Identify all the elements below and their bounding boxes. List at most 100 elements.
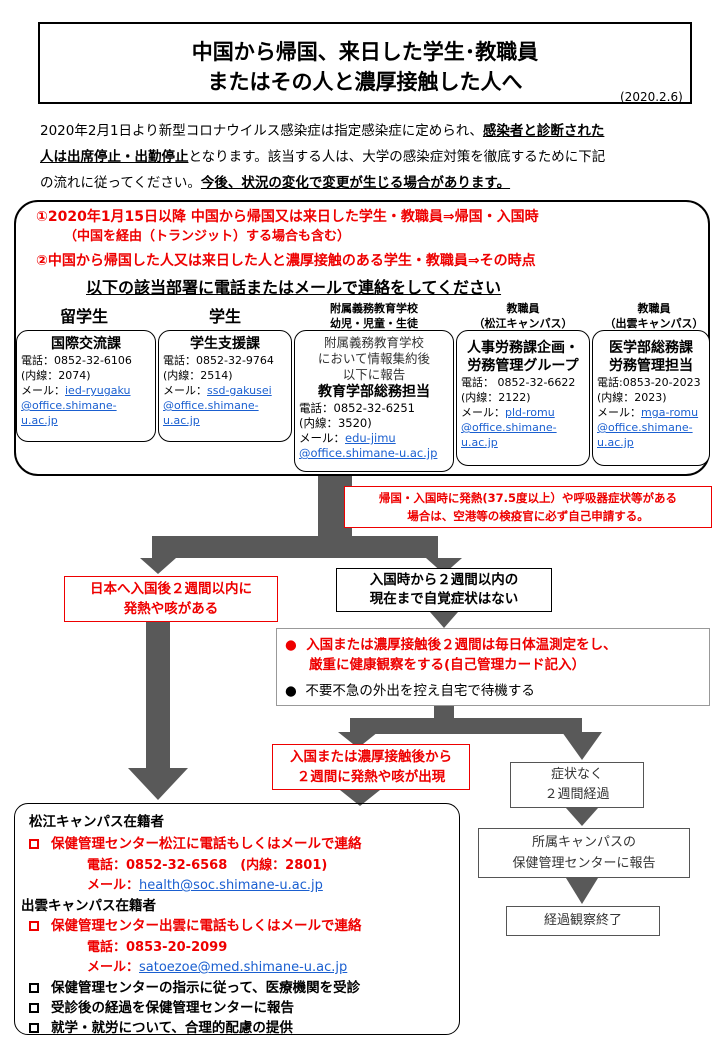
dept-hr-labor: 人事労務課企画・ 労務管理グループ 電話： 0852-32-6622 (内線：2… [456,330,590,466]
dept-mail-link[interactable]: ssd-gakusei [207,384,272,397]
report-line-2: 保健管理センターに報告 [512,856,656,871]
nosym-line-2: 現在まで自覚症状はない [369,591,519,607]
dept-mail-link[interactable]: edu-jimu [345,431,396,445]
fever-line-2: 発熱や咳がある [123,601,219,617]
dept-ext: (内線：2023) [597,391,667,404]
checkbox-icon [29,1023,39,1033]
dept-mail-link[interactable]: mga-romu [641,406,699,419]
dept-mail-link-3[interactable]: u.ac.jp [21,414,58,427]
label-matsue-2: （松江キャンパス） [473,317,573,330]
dept-mail-link-2[interactable]: @office.shimane-u.ac.jp [299,446,438,460]
intro-3b: 今後、状況の変化で変更が生じる場合があります。 [200,175,511,191]
dept-name-2: 労務管理担当 [609,358,693,374]
report-box: 所属キャンパスの 保健管理センターに報告 [478,828,690,878]
label-students: 学生 [208,307,241,326]
dept-phone: 電話：0852-32-6251 [299,401,415,415]
item-4: 受診後の経過を保健管理センターに報告 [51,1000,294,1016]
label-matsue-1: 教職員 [506,302,540,315]
label-izumo-1: 教職員 [637,302,671,315]
label-school-1: 附属義務教育学校 [330,302,418,315]
dept-mail-label: メール： [163,384,207,397]
intro-3a: の流れに従ってください。 [40,175,201,191]
no-symptom-2weeks: 症状なく ２週間経過 [510,762,644,808]
campus-contacts-box: 松江キャンパス在籍者 保健管理センター松江に電話もしくはメールで連絡 電話：08… [14,803,460,1036]
title-line-1: 中国から帰国、来日した学生･教職員 [191,40,539,64]
checkbox-icon [29,1003,39,1013]
fever2-line-1: 入国または濃厚接触後から [290,749,452,765]
dept-mail-link-3[interactable]: u.ac.jp [163,414,200,427]
end-box: 経過観察終了 [506,906,660,936]
condition-1-sub: （中国を経由（トランジット）する場合も含む） [64,229,351,244]
nosym-line-1: 入国時から２週間以内の [369,572,519,588]
izumo-mail-link[interactable]: satoezoe@med.shimane-u.ac.jp [139,960,348,975]
nosym2-line-1: 症状なく [550,767,603,782]
dept-name: 学生支援課 [190,336,260,352]
condition-2: ②中国から帰国した人又は来日した人と濃厚接触のある学生・教職員⇒その時点 [36,253,536,269]
label-school-2: 幼児・児童・生徒 [330,317,418,330]
matsue-mail-label: メール： [87,878,140,893]
dept-note-1: 附属義務教育学校 [323,335,424,350]
dept-phone: 電話:0853-20-2023 [597,376,701,389]
izumo-heading: 出雲キャンパス在籍者 [21,898,156,914]
date: (2020.2.6) [620,90,683,104]
dept-mail-link-3[interactable]: u.ac.jp [597,436,634,449]
dept-ext: (内線：2074) [21,369,91,382]
dept-mail-link-2[interactable]: @office.shimane- [597,421,693,434]
report-line-1: 所属キャンパスの [531,835,636,850]
dept-phone: 電話：0852-32-9764 [163,354,274,367]
fever2-line-2: ２週間に発熱や咳が出現 [296,769,446,785]
notice-line-2: 場合は、空港等の検疫官に必ず自己申請する。 [407,509,649,523]
bullet-2: 不要不急の外出を控え自宅で待機する [305,683,535,699]
dept-note-3: 以下に報告 [342,367,406,382]
nosym2-line-2: ２週間経過 [544,787,610,802]
condition-1: ①2020年1月15日以降 中国から帰国又は来日した学生・教職員⇒帰国・入国時 [36,209,539,225]
title-line-2: またはその人と濃厚接触した人へ [207,70,523,94]
dept-medical-affairs: 医学部総務課 労務管理担当 電話:0853-20-2023 (内線：2023) … [592,330,710,466]
dept-intl-exchange: 国際交流課 電話：0852-32-6106 (内線：2074) メール：ied-… [16,330,156,442]
matsue-phone: 電話：0852-32-6568 (内線：2801) [87,858,328,873]
izumo-phone: 電話：0853-20-2099 [87,940,228,955]
intro-text: 2020年2月1日より新型コロナウイルス感染症は指定感染症に定められ、感染者と診… [40,118,700,196]
dept-name-1: 医学部総務課 [609,340,693,356]
dept-mail-label: メール： [299,431,345,445]
matsue-mail-link[interactable]: health@soc.shimane-u.ac.jp [139,878,323,893]
label-izumo-2: （出雲キャンパス） [604,317,704,330]
dept-phone: 電話： 0852-32-6622 [461,376,576,389]
checkbox-icon [29,839,39,849]
dept-mail-link-2[interactable]: @office.shimane- [163,399,259,412]
fever-after-box: 入国または濃厚接触後から ２週間に発熱や咳が出現 [272,744,470,790]
dept-name-2: 労務管理グループ [467,358,579,374]
dept-ext: (内線：3520) [299,416,372,430]
item-5: 就学・就労について、合理的配慮の提供 [51,1020,293,1036]
no-symptom-box: 入国時から２週間以内の 現在まで自覚症状はない [336,568,552,612]
dept-mail-link[interactable]: pld-romu [505,406,555,419]
dept-phone: 電話：0852-32-6106 [21,354,132,367]
dept-mail-link-2[interactable]: @office.shimane- [21,399,117,412]
izumo-mail-label: メール： [87,960,140,975]
dept-mail-link-3[interactable]: u.ac.jp [461,436,498,449]
label-intl-students: 留学生 [59,307,108,326]
quarantine-notice: 帰国・入国時に発熱(37.5度以上）や呼吸器症状等がある 場合は、空港等の検疫官… [344,486,712,528]
dept-name: 教育学部総務担当 [318,384,430,400]
intro-2b: となります。該当する人は、大学の感染症対策を徹底するために下記 [188,149,606,165]
dept-mail-link[interactable]: ied-ryugaku [65,384,131,397]
dept-mail-label: メール： [461,406,505,419]
dept-mail-link-2[interactable]: @office.shimane- [461,421,557,434]
item-3: 保健管理センターの指示に従って、医療機関を受診 [51,980,361,996]
intro-2a: 人は出席停止・出勤停止 [40,149,189,165]
intro-1a: 2020年2月1日より新型コロナウイルス感染症は指定感染症に定められ、 [40,123,483,139]
dept-name-1: 人事労務課企画・ [467,340,579,356]
monitoring-box: ● 入国または濃厚接触後２週間は毎日体温測定をし、 厳重に健康観察をする(自己管… [276,628,710,706]
dept-mail-label: メール： [21,384,65,397]
bullet-1b: 厳重に健康観察をする(自己管理カード記入） [309,657,586,673]
dept-name: 国際交流課 [51,336,121,352]
contact-heading: 以下の該当部署に電話またはメールで連絡をしてください [86,278,502,297]
dept-education-affairs: 附属義務教育学校 において情報集約後 以下に報告 教育学部総務担当 電話：085… [294,330,454,472]
notice-line-1: 帰国・入国時に発熱(37.5度以上）や呼吸器症状等がある [378,491,678,505]
fever-line-1: 日本へ入国後２週間以内に [90,581,252,597]
matsue-item: 保健管理センター松江に電話もしくはメールで連絡 [51,836,362,852]
dept-ext: (内線：2514) [163,369,233,382]
izumo-item: 保健管理センター出雲に電話もしくはメールで連絡 [51,918,362,934]
checkbox-icon [29,921,39,931]
